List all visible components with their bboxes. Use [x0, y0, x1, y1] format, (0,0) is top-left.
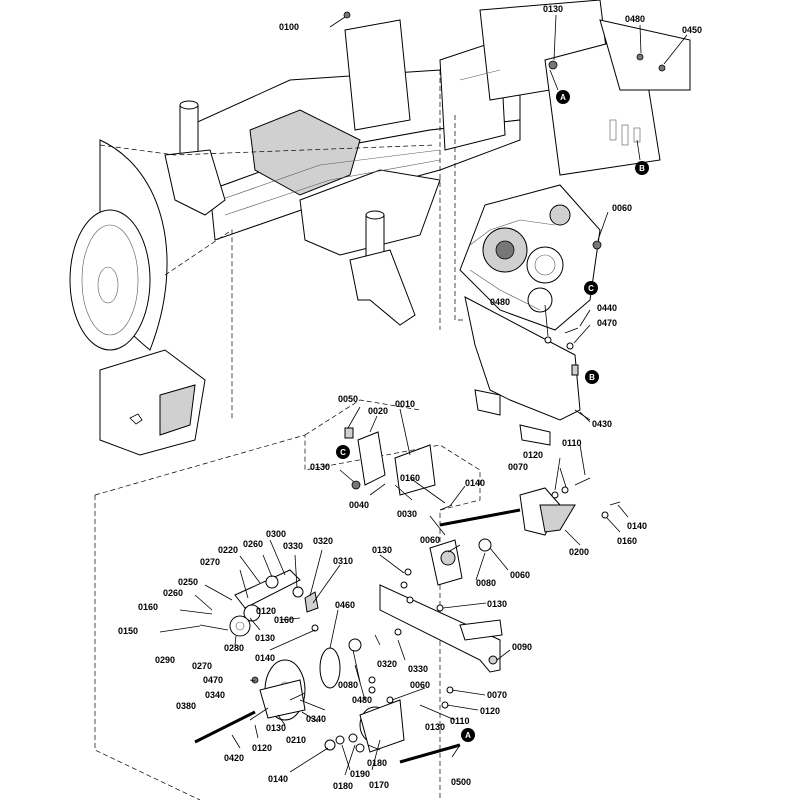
callout-marker: C [584, 281, 598, 295]
part-label: 0110 [450, 716, 470, 726]
part-label: 0050 [338, 394, 358, 404]
part-label: 0100 [279, 22, 299, 32]
part-label: 0130 [255, 633, 275, 643]
gear-plate-drawing [259, 638, 405, 753]
part-label: 0140 [268, 774, 288, 784]
part-label: 0180 [367, 758, 387, 768]
part-label: 0250 [178, 577, 198, 587]
part-label: 0450 [682, 25, 702, 35]
part-label: 0070 [508, 462, 528, 472]
callouts: A B C B C A [336, 90, 649, 742]
part-label: 0420 [224, 753, 244, 763]
part-label: 0160 [617, 536, 637, 546]
part-label: 0160 [400, 473, 420, 483]
part-label: 0260 [243, 539, 263, 549]
part-label: 0030 [397, 509, 417, 519]
part-label: 0460 [335, 600, 355, 610]
part-label: 0140 [465, 478, 485, 488]
part-label: 0480 [490, 297, 510, 307]
part-label: 0430 [592, 419, 612, 429]
part-label: 0140 [627, 521, 647, 531]
svg-text:A: A [465, 731, 471, 740]
part-label: 0340 [205, 690, 225, 700]
part-label: 0120 [256, 606, 276, 616]
part-label: 0160 [274, 615, 294, 625]
part-label: 0340 [306, 714, 326, 724]
callout-marker: B [585, 370, 599, 384]
part-label: 0300 [266, 529, 286, 539]
shield-plate-drawing [464, 296, 591, 446]
tractor-frame-drawing [164, 0, 691, 330]
part-label: 0220 [218, 545, 238, 555]
part-labels: 0100 0130 0480 0450 0060 0480 0440 0470 … [118, 4, 702, 791]
part-label: 0440 [597, 303, 617, 313]
part-label: 0470 [597, 318, 617, 328]
svg-text:A: A [560, 93, 566, 102]
drum-housing-drawing [69, 139, 436, 456]
part-label: 0150 [118, 626, 138, 636]
callout-marker: C [336, 445, 350, 459]
part-label: 0130 [372, 545, 392, 555]
part-label: 0320 [377, 659, 397, 669]
part-label: 0060 [612, 203, 632, 213]
part-label: 0060 [420, 535, 440, 545]
part-label: 0480 [352, 695, 372, 705]
part-label: 0130 [543, 4, 563, 14]
part-label: 0090 [512, 642, 532, 652]
part-label: 0010 [395, 399, 415, 409]
part-label: 0170 [369, 780, 389, 790]
part-label: 0130 [425, 722, 445, 732]
gearbox-drawing [459, 184, 601, 331]
lever-assembly-drawing [159, 569, 319, 637]
part-label: 0080 [476, 578, 496, 588]
part-label: 0260 [163, 588, 183, 598]
svg-text:C: C [588, 284, 594, 293]
part-label: 0290 [155, 655, 175, 665]
part-label: 0080 [338, 680, 358, 690]
part-label: 0200 [569, 547, 589, 557]
part-label: 0330 [283, 541, 303, 551]
part-label: 0140 [255, 653, 275, 663]
part-label: 0270 [192, 661, 212, 671]
part-label: 0160 [138, 602, 158, 612]
leader-lines [179, 14, 688, 776]
part-label: 0130 [487, 599, 507, 609]
part-label: 0040 [349, 500, 369, 510]
cross-shaft-drawing [429, 487, 576, 586]
part-label: 0270 [200, 557, 220, 567]
part-label: 0180 [333, 781, 353, 791]
part-label: 0120 [523, 450, 543, 460]
svg-text:C: C [340, 448, 346, 457]
bracket-drawing [344, 427, 436, 501]
part-label: 0480 [625, 14, 645, 24]
assembly-outline [94, 434, 481, 800]
callout-marker: B [635, 161, 649, 175]
part-label: 0210 [286, 735, 306, 745]
part-label: 0060 [510, 570, 530, 580]
part-label: 0110 [562, 438, 582, 448]
svg-text:B: B [639, 164, 645, 173]
part-label: 0190 [350, 769, 370, 779]
part-label: 0120 [252, 743, 272, 753]
part-label: 0380 [176, 701, 196, 711]
part-label: 0020 [368, 406, 388, 416]
part-label: 0320 [313, 536, 333, 546]
part-label: 0130 [266, 723, 286, 733]
callout-marker: A [556, 90, 570, 104]
part-label: 0130 [310, 462, 330, 472]
part-label: 0070 [487, 690, 507, 700]
long-bracket-drawing [379, 584, 503, 673]
part-label: 0500 [451, 777, 471, 787]
shaft-drawing [194, 710, 461, 764]
part-label: 0280 [224, 643, 244, 653]
part-label: 0120 [480, 706, 500, 716]
svg-text:B: B [589, 373, 595, 382]
callout-marker: A [461, 728, 475, 742]
part-label: 0060 [410, 680, 430, 690]
part-label: 0470 [203, 675, 223, 685]
part-label: 0330 [408, 664, 428, 674]
part-label: 0310 [333, 556, 353, 566]
